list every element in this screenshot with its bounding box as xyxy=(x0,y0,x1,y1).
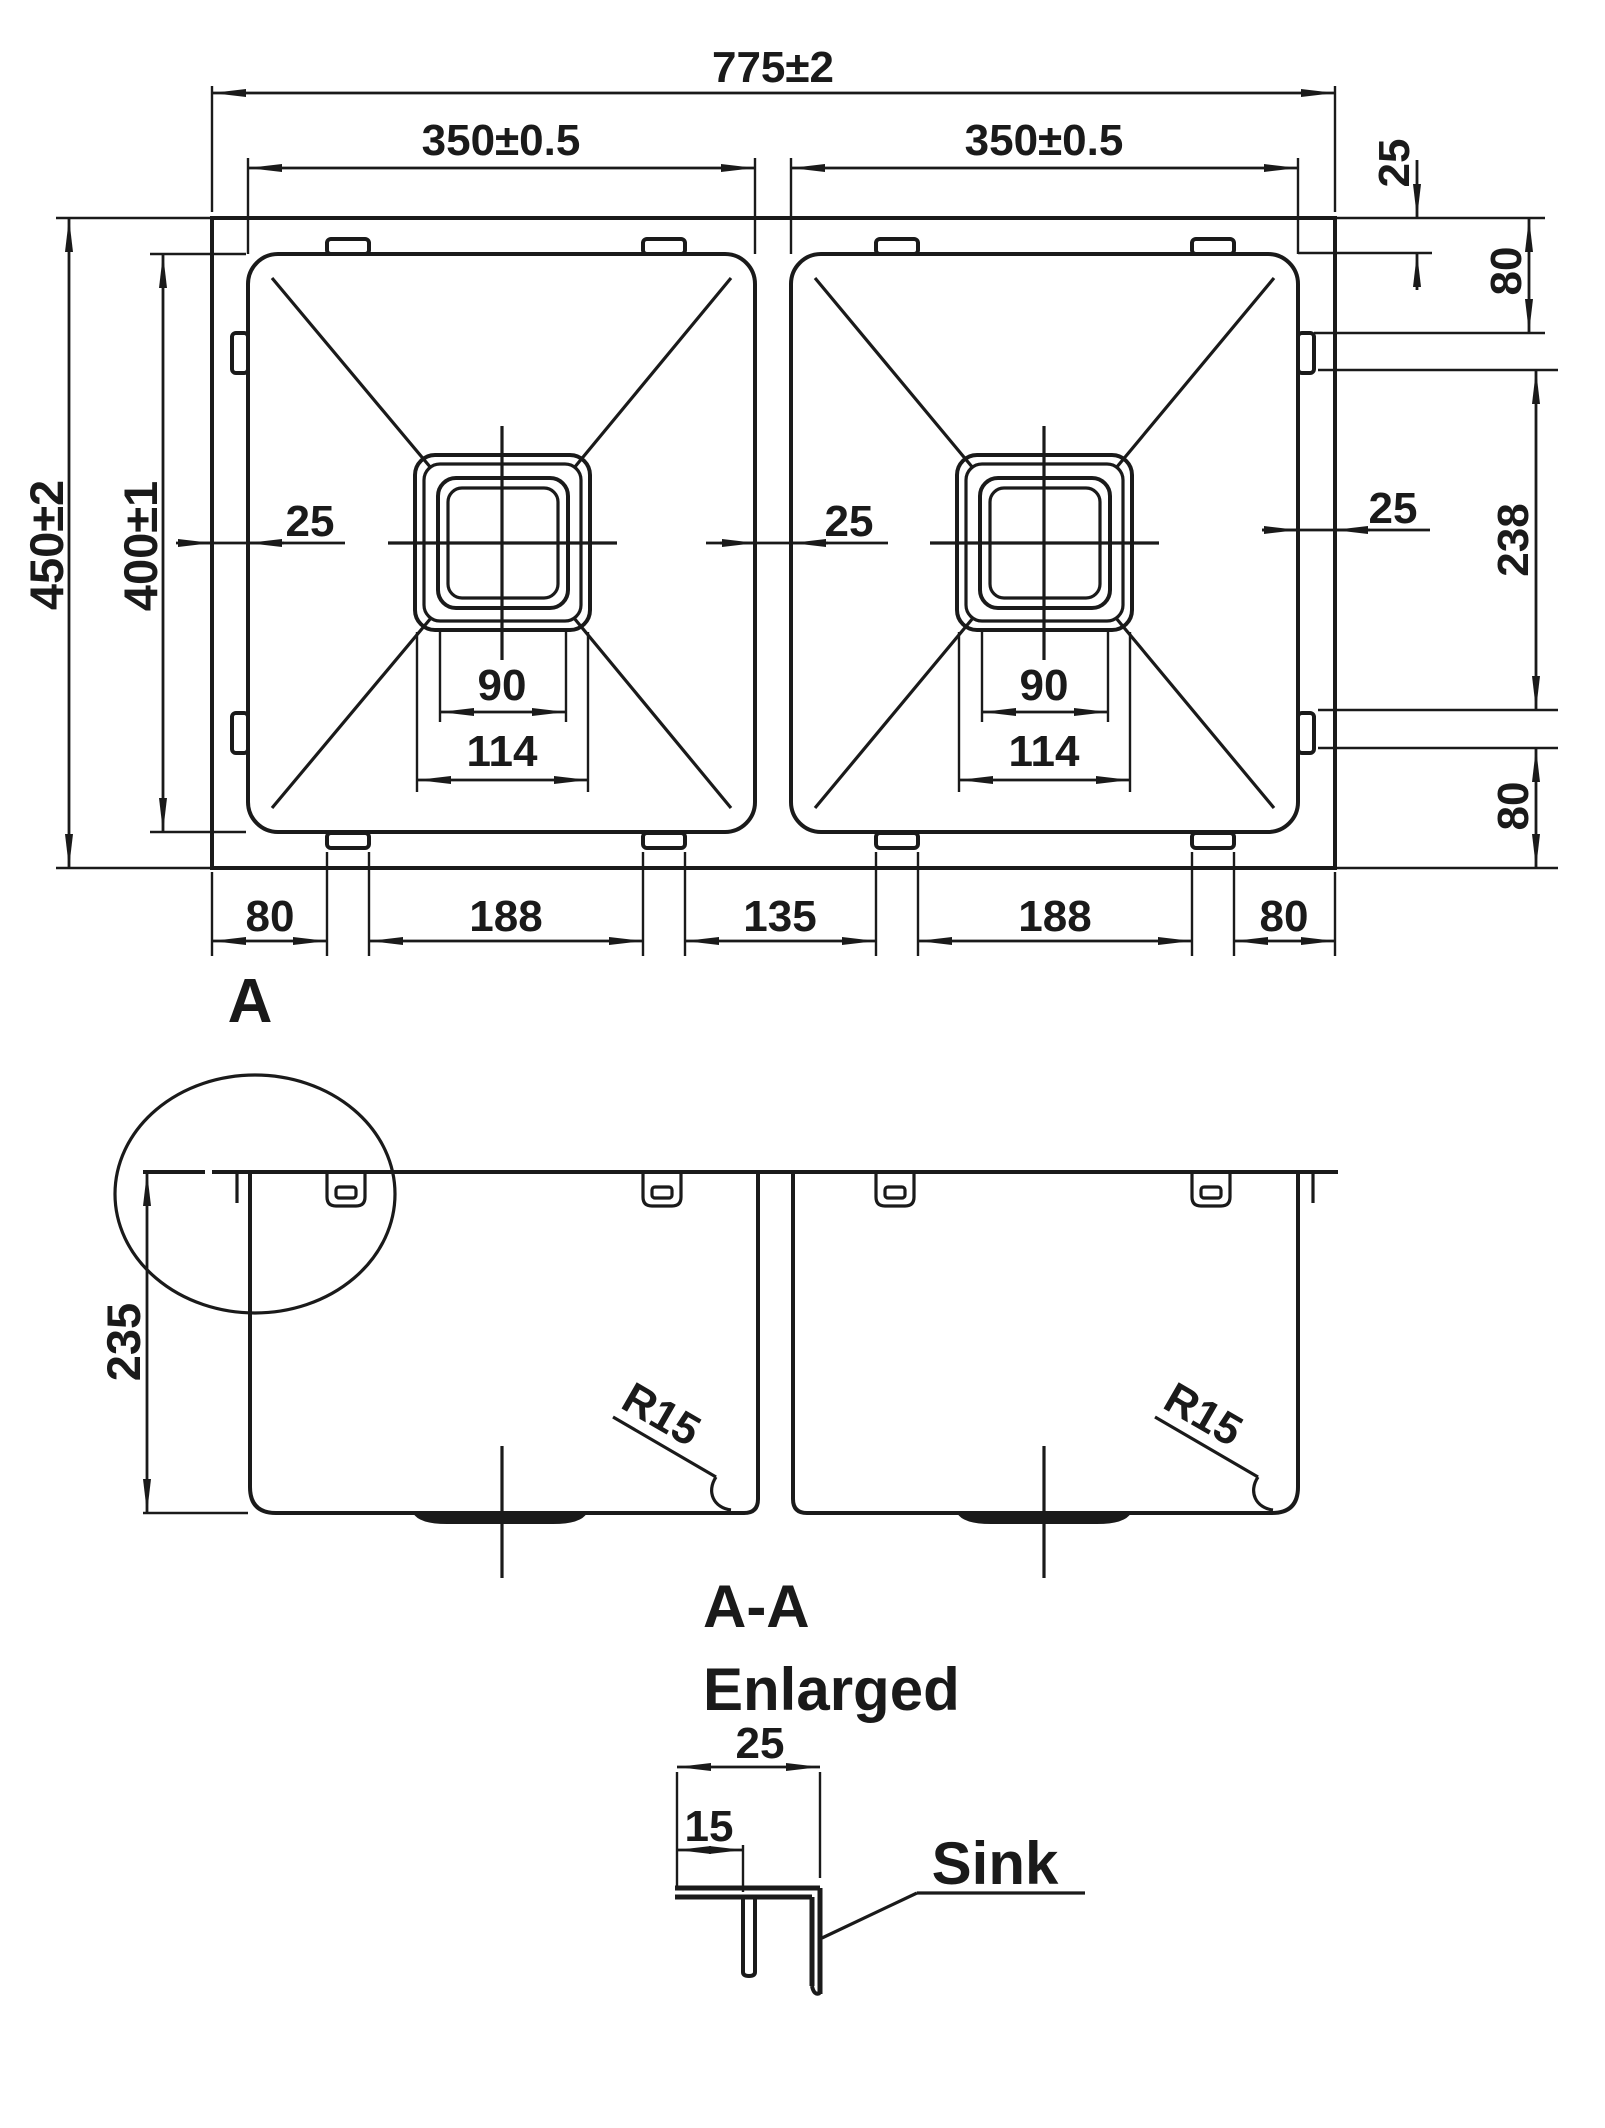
dim-left-drain-outer-label: 114 xyxy=(467,727,539,776)
radius-callout-left: R15 xyxy=(612,1373,732,1512)
dim-left-bowl-width-label: 350±0.5 xyxy=(422,116,581,165)
dim-bottom-3-label: 135 xyxy=(743,892,816,941)
dim-bowl-depth-label: 400±1 xyxy=(114,481,167,611)
left-drain xyxy=(388,426,617,660)
dim-right-bowl-width-label: 350±0.5 xyxy=(965,116,1124,165)
section-view: A 235 R1 xyxy=(97,967,1338,1578)
dim-clip-span-right-label: 238 xyxy=(1489,503,1538,576)
detail-circle-a xyxy=(113,1073,397,1315)
rim-profile xyxy=(675,1885,823,1996)
dim-flange-width-label: 25 xyxy=(736,1719,785,1768)
left-bowl-slope-lines xyxy=(270,276,733,810)
dim-bottom-4-label: 188 xyxy=(1018,892,1091,941)
dim-clip-bottom-right-label: 80 xyxy=(1489,782,1538,831)
dim-rim-top-right-label: 25 xyxy=(1370,139,1419,188)
dim-depth-label: 235 xyxy=(97,1303,150,1381)
right-drain xyxy=(930,426,1159,660)
dim-right-drain-outer-label: 114 xyxy=(1009,727,1081,776)
section-marker-label: A xyxy=(228,967,273,1036)
dim-overall-width-label: 775±2 xyxy=(712,43,834,92)
right-bowl-slope-lines xyxy=(813,276,1276,810)
dim-center-divider-label: 25 xyxy=(825,497,874,546)
dim-left-rim-label: 25 xyxy=(286,497,335,546)
top-edge-clips xyxy=(325,237,1236,256)
detail-subtitle-label: Enlarged xyxy=(703,1656,960,1723)
dim-right-rim-label: 25 xyxy=(1369,484,1418,533)
left-bowl-section xyxy=(248,1172,760,1515)
bottom-edge-clips xyxy=(325,831,1236,850)
detail-view: A-A Enlarged 25 15 Sink xyxy=(675,1573,1085,1996)
dim-hook-offset-label: 15 xyxy=(685,1802,734,1851)
dim-bottom-1-label: 80 xyxy=(246,892,295,941)
radius-callout-right: R15 xyxy=(1154,1373,1274,1512)
dim-overall-depth-label: 450±2 xyxy=(20,480,73,610)
sink-callout: Sink xyxy=(821,1830,1085,1940)
side-clips xyxy=(230,331,1316,755)
dim-clip-top-right-label: 80 xyxy=(1482,247,1531,296)
dim-bottom-2-label: 188 xyxy=(469,892,542,941)
dim-bottom-5-label: 80 xyxy=(1260,892,1309,941)
dim-right-drain-inner-label: 90 xyxy=(1020,661,1069,710)
left-drain-boss xyxy=(413,1513,587,1524)
sink-label: Sink xyxy=(932,1830,1059,1897)
dim-left-drain-inner-label: 90 xyxy=(478,661,527,710)
section-clips xyxy=(325,1173,1232,1208)
detail-title-label: A-A xyxy=(703,1573,810,1640)
dimensions: 775±2 350±0.5 350±0.5 450±2 400±1 25 25 xyxy=(20,43,1540,945)
top-view: 775±2 350±0.5 350±0.5 450±2 400±1 25 25 xyxy=(20,43,1558,956)
